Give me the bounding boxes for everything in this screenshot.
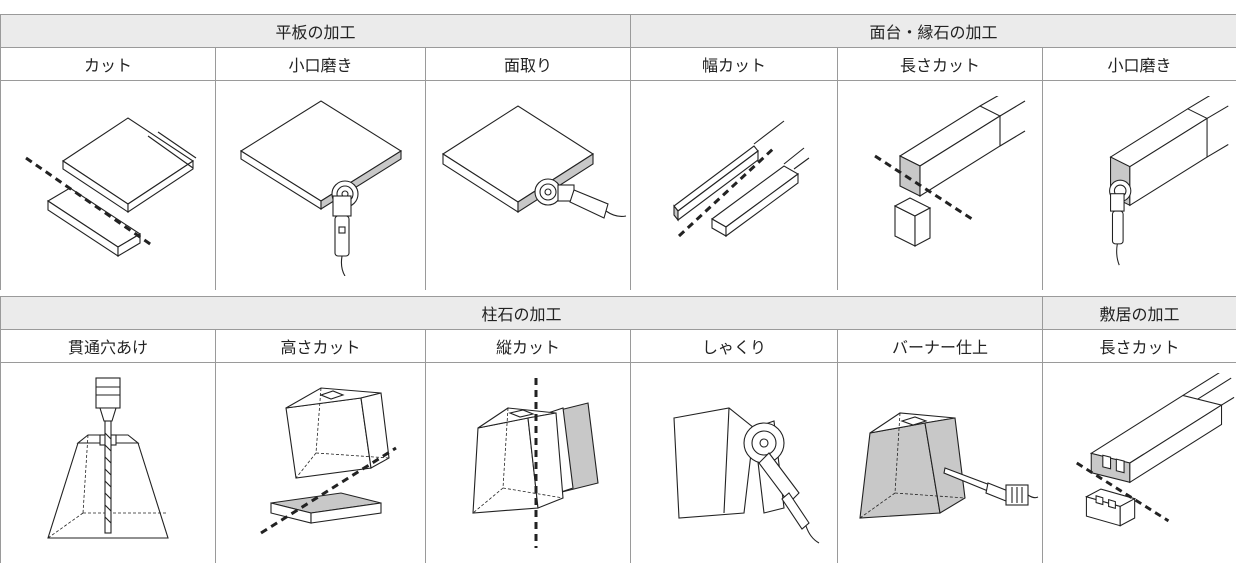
illustration-cell	[1042, 80, 1236, 290]
process-label: 幅カット	[701, 56, 766, 75]
label-cell: 小口磨き	[215, 47, 425, 80]
process-label: しゃくり	[701, 338, 766, 357]
illustration-cell	[630, 80, 837, 290]
shikii-length-cut-icon	[1076, 373, 1235, 527]
label-cell: 面取り	[425, 47, 630, 80]
illustration-cell	[0, 80, 215, 290]
illustration-cell	[215, 80, 425, 290]
label-cell: 小口磨き	[1042, 47, 1236, 80]
slab-edge-polish-icon	[239, 99, 402, 276]
section-title: 柱石の加工	[481, 305, 562, 324]
section-header-pillar-stone: 柱石の加工	[0, 296, 1042, 329]
process-label: バーナー仕上	[891, 338, 988, 357]
illustration-cell	[1042, 362, 1236, 563]
process-label: 小口磨き	[1107, 56, 1172, 75]
label-cell: 貫通穴あけ	[0, 329, 215, 362]
label-cell: 縦カット	[425, 329, 630, 362]
label-cell: 幅カット	[630, 47, 837, 80]
label-cell: バーナー仕上	[837, 329, 1042, 362]
process-label: 面取り	[503, 56, 552, 75]
pillar-vertical-cut-icon	[472, 378, 599, 548]
pillar-burner-finish-icon	[859, 412, 1039, 519]
illustration-cell	[837, 80, 1042, 290]
label-cell: 高さカット	[215, 329, 425, 362]
pillar-rebate-icon	[673, 407, 820, 544]
process-label: 貫通穴あけ	[67, 338, 148, 357]
curb-length-cut-icon	[874, 95, 1026, 247]
section-title: 敷居の加工	[1099, 305, 1180, 324]
label-cell: しゃくり	[630, 329, 837, 362]
label-cell: 長さカット	[1042, 329, 1236, 362]
process-label: 長さカット	[1099, 338, 1180, 357]
process-label: 小口磨き	[288, 56, 353, 75]
slab-cut-icon	[25, 116, 197, 257]
illustration-cell	[837, 362, 1042, 563]
label-cell: 長さカット	[837, 47, 1042, 80]
section-header-top-curb: 面台・縁石の加工	[630, 14, 1236, 47]
pillar-height-cut-icon	[259, 387, 397, 535]
pillar-drill-icon	[47, 377, 169, 539]
process-label: カット	[83, 56, 132, 75]
section-title: 平板の加工	[275, 23, 356, 42]
process-label: 長さカット	[899, 56, 980, 75]
illustration-cell	[0, 362, 215, 563]
section-header-shikii: 敷居の加工	[1042, 296, 1236, 329]
section-title: 面台・縁石の加工	[869, 23, 998, 42]
process-label: 高さカット	[280, 338, 361, 357]
label-cell: カット	[0, 47, 215, 80]
slab-chamfer-icon	[441, 104, 627, 219]
illustration-cell	[425, 362, 630, 563]
illustration-cell	[215, 362, 425, 563]
illustration-cell	[425, 80, 630, 290]
curb-edge-polish-icon	[1109, 95, 1229, 265]
illustration-cell	[630, 362, 837, 563]
curb-width-cut-icon	[673, 120, 810, 237]
section-header-flat-slab: 平板の加工	[0, 14, 630, 47]
process-label: 縦カット	[495, 338, 560, 357]
